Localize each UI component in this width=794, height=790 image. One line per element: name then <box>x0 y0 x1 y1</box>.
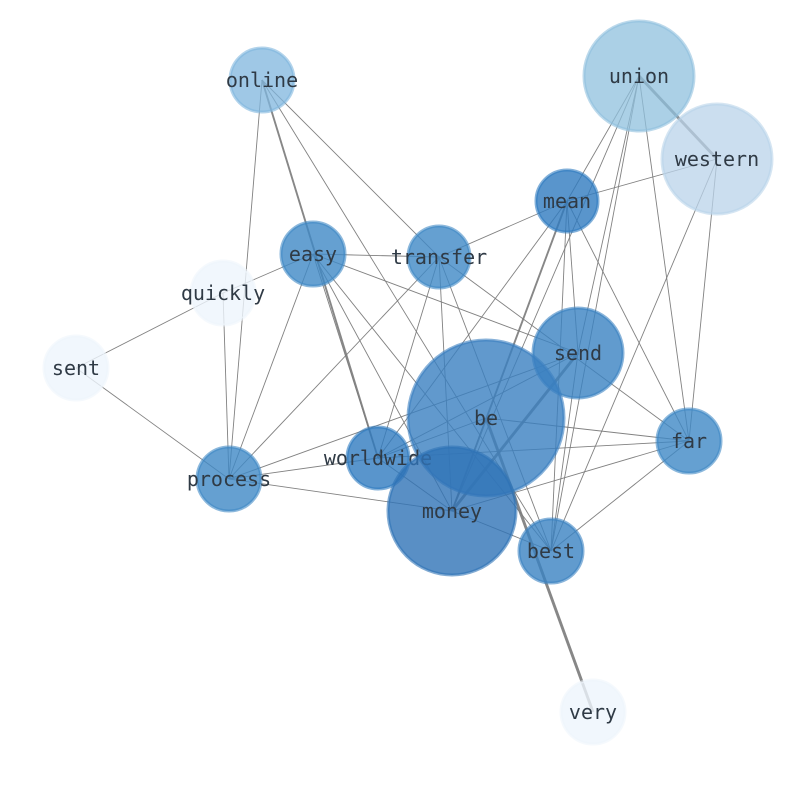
node-circle-easy <box>279 220 347 288</box>
node-label-very: very <box>569 700 617 724</box>
node-union: union <box>582 19 696 133</box>
node-money: money <box>386 445 518 577</box>
node-transfer: transfer <box>391 224 487 290</box>
edge-western-best <box>550 158 718 552</box>
node-send: send <box>531 306 625 400</box>
node-easy: easy <box>279 220 347 288</box>
edge-transfer-process <box>228 256 440 480</box>
node-mean: mean <box>534 168 600 234</box>
node-circle-process <box>195 445 263 513</box>
node-label-process: process <box>187 467 271 491</box>
node-circle-transfer <box>406 224 472 290</box>
node-label-union: union <box>609 64 669 88</box>
edge-mean-far <box>566 200 690 442</box>
node-label-sent: sent <box>52 356 100 380</box>
node-label-western: western <box>675 147 759 171</box>
node-label-quickly: quickly <box>181 281 265 305</box>
node-circle-quickly <box>189 259 257 327</box>
node-circle-far <box>655 407 723 475</box>
node-circle-best <box>517 517 585 585</box>
node-label-online: online <box>226 68 298 92</box>
node-circle-western <box>660 102 774 216</box>
node-circle-online <box>228 46 296 114</box>
node-circle-mean <box>534 168 600 234</box>
node-best: best <box>517 517 585 585</box>
edge-transfer-worldwide <box>377 256 440 459</box>
node-sent: sent <box>42 334 110 402</box>
node-very: very <box>559 678 627 746</box>
node-process: process <box>187 445 271 513</box>
node-circle-sent <box>42 334 110 402</box>
node-western: western <box>660 102 774 216</box>
edge-easy-process <box>228 253 314 480</box>
node-label-send: send <box>554 341 602 365</box>
node-label-transfer: transfer <box>391 245 487 269</box>
node-quickly: quickly <box>181 259 265 327</box>
edge-layer <box>75 75 719 713</box>
node-label-be: be <box>474 406 498 430</box>
node-far: far <box>655 407 723 475</box>
node-circle-union <box>582 19 696 133</box>
node-label-easy: easy <box>289 242 337 266</box>
node-label-money: money <box>422 499 482 523</box>
node-circle-send <box>531 306 625 400</box>
edge-union-far <box>638 75 690 442</box>
node-circle-money <box>386 445 518 577</box>
node-online: online <box>226 46 298 114</box>
edge-online-transfer <box>261 79 440 258</box>
node-label-best: best <box>527 539 575 563</box>
node-label-mean: mean <box>543 189 591 213</box>
node-layer: online union western mean easy transfer quickl… <box>42 19 774 746</box>
edge-easy-send <box>312 253 579 354</box>
node-label-far: far <box>671 429 707 453</box>
node-circle-very <box>559 678 627 746</box>
node-circle-worldwide <box>345 425 411 491</box>
